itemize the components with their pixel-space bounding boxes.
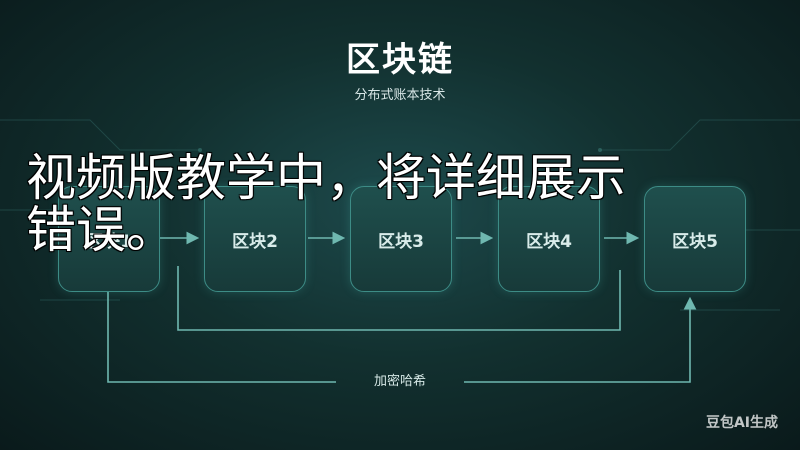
block-5: 区块5	[644, 186, 746, 292]
hash-loop-left	[107, 290, 336, 383]
caption-line-2: 错误。	[26, 201, 176, 259]
block-1: 区块1	[58, 186, 160, 292]
page-subtitle: 分布式账本技术	[354, 88, 446, 103]
caption-line-1: 视频版教学中，将详细展示	[26, 149, 626, 207]
block-2: 区块2	[204, 186, 306, 292]
link-loop	[177, 266, 621, 331]
watermark: 豆包AI生成	[705, 415, 778, 431]
hash-label: 加密哈希	[373, 374, 426, 389]
block-3: 区块3	[350, 186, 452, 292]
caption-overlay: 视频版教学中，将详细展示 错误。	[26, 152, 800, 256]
page-title: 区块链	[346, 40, 454, 80]
hash-loop-right	[464, 296, 697, 383]
block-4: 区块4	[498, 186, 600, 292]
